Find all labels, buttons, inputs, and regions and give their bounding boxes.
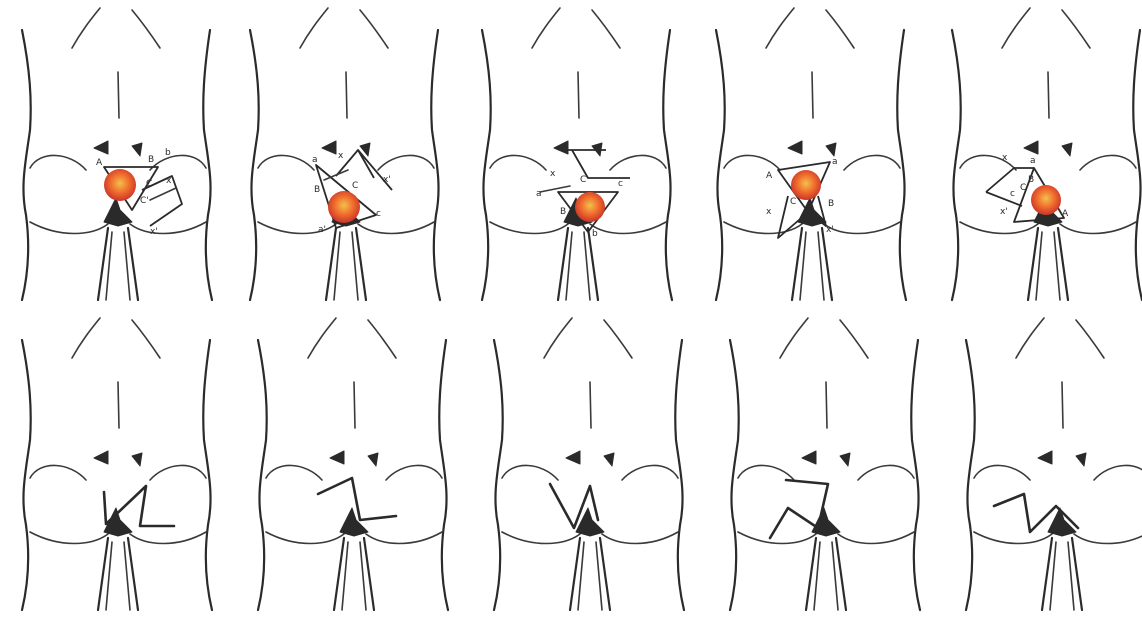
lesion-marker — [328, 191, 360, 223]
flap-label: c — [376, 209, 381, 219]
flap-label: a' — [318, 225, 326, 235]
panel-top-1: A B b C C' x x' — [22, 8, 212, 300]
flap-label: C — [580, 175, 586, 185]
panel-top-2: a B x C x' c a' — [250, 8, 440, 300]
flap-label: b — [592, 229, 598, 239]
flap-label: a — [536, 189, 542, 199]
panel-bottom-2 — [258, 318, 448, 610]
panel-top-3: x a C c B b — [482, 8, 672, 300]
zigzag-incision-icon — [318, 478, 396, 520]
flap-label: x — [550, 169, 556, 179]
panel-bottom-3 — [494, 318, 684, 610]
flap-label: B — [828, 199, 834, 209]
flap-label: x — [1002, 153, 1008, 163]
flap-label: B — [148, 155, 154, 165]
lesion-marker — [1031, 185, 1061, 215]
flap-label: c — [802, 209, 807, 219]
flap-label: c — [1010, 189, 1015, 199]
flap-label: a — [312, 155, 318, 165]
flap-label: x — [338, 151, 344, 161]
flap-label: B — [560, 207, 566, 217]
flap-label: x — [166, 176, 172, 186]
flap-label: a — [832, 157, 838, 167]
flap-label: x' — [1000, 207, 1008, 217]
flap-design-lines: a B x C x' c a' — [312, 150, 392, 235]
flap-label: C — [790, 197, 796, 207]
flap-label: x' — [383, 175, 391, 185]
panel-bottom-1 — [22, 318, 212, 610]
flap-label: A — [1062, 209, 1069, 219]
flap-label: x' — [150, 227, 158, 237]
panel-bottom-4 — [730, 318, 920, 610]
panel-bottom-5 — [966, 318, 1142, 610]
flap-design-lines: x a C c B A x' — [986, 153, 1069, 222]
flap-label: B — [1028, 175, 1034, 185]
flap-label: C — [146, 179, 152, 189]
lesion-marker — [575, 192, 605, 222]
flap-label: B — [314, 185, 320, 195]
flap-label: A — [766, 171, 773, 181]
flap-label: a — [1030, 156, 1036, 166]
panel-top-4: A a C c B x x' — [716, 8, 906, 300]
lesion-marker — [791, 170, 821, 200]
flap-label: C — [1020, 183, 1026, 193]
flap-label: C — [352, 181, 358, 191]
panel-top-5: x a C c B A x' — [952, 8, 1142, 300]
flap-label: x' — [826, 225, 834, 235]
flap-label: c — [618, 179, 623, 189]
flap-label: b — [165, 148, 171, 158]
flap-label: C' — [140, 196, 149, 206]
flap-label: A — [96, 158, 103, 168]
lesion-marker — [104, 169, 136, 201]
flap-label: x — [766, 207, 772, 217]
